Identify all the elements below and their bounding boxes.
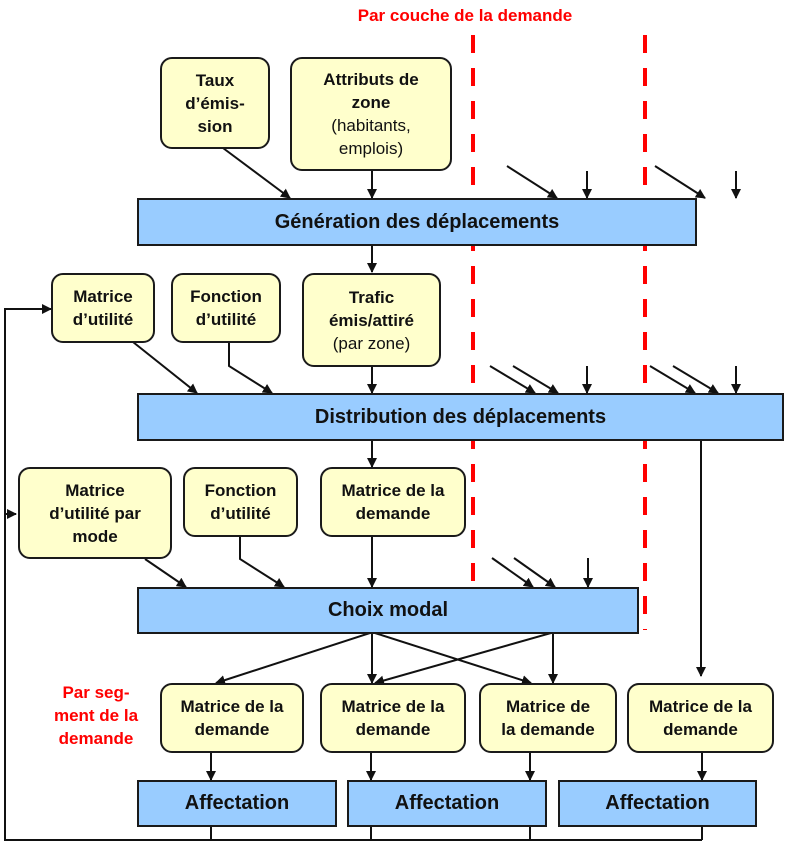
arrow-utility-function-to-distribution <box>228 343 273 394</box>
demand-segment-line-2: ment de la <box>53 706 139 725</box>
demand-segment-line-1: Par seg- <box>62 683 130 702</box>
utility-matrix-line-1: Matrice <box>73 287 133 306</box>
demand-matrix-segment-4: Matrice de la demande <box>627 683 774 753</box>
utility-function-1-line-1: Fonction <box>190 287 262 306</box>
arrow-layer3-dist-a <box>649 365 696 394</box>
utility-by-mode-line-2: d’utilité par <box>49 503 141 523</box>
demand-segment-line-3: demande <box>58 729 134 748</box>
seg2-line-1: Matrice de la <box>341 697 445 716</box>
utility-function-2-line-1: Fonction <box>204 481 277 500</box>
utility-function-1-line-2: d’utilité <box>195 310 257 329</box>
seg1-line-2: demande <box>194 720 270 739</box>
demand-matrix-box: Matrice de la demande <box>320 467 466 537</box>
arrow-layer2-gen-a <box>506 165 558 199</box>
demand-matrix-line-2: demande <box>355 504 431 523</box>
utility-function-2-line-2: d’utilité <box>210 504 271 523</box>
assignment-step-1: Affectation <box>137 780 337 827</box>
arrow-layer2-choice-b <box>513 557 556 588</box>
arrow-layer3-dist-b <box>672 365 719 394</box>
emission-rate-box: Taux d’émis- sion <box>160 57 270 149</box>
assignment-step-3: Affectation <box>558 780 757 827</box>
zone-attributes-line-3: (habitants, <box>331 116 411 135</box>
seg2-line-2: demande <box>355 720 431 739</box>
arrow-layer3-gen-a <box>654 165 706 199</box>
seg4-line-1: Matrice de la <box>649 697 752 716</box>
utility-by-mode-line-1: Matrice <box>65 480 125 500</box>
arrow-emission-to-generation <box>222 147 291 199</box>
utility-matrix-box: Matrice d’utilité <box>51 273 155 343</box>
traffic-generated-box: Trafic émis/attiré (par zone) <box>302 273 441 367</box>
distribution-step: Distribution des déplacements <box>137 393 784 441</box>
utility-function-box-2: Fonction d’utilité <box>183 467 298 537</box>
arrow-utility-matrix-to-distribution <box>132 341 198 394</box>
zone-attributes-line-4: emplois) <box>338 139 404 158</box>
demand-matrix-segment-2: Matrice de la demande <box>320 683 466 753</box>
arrow-choice-to-seg3-cross <box>374 632 532 686</box>
arrow-choice-to-seg1 <box>215 632 371 685</box>
utility-matrix-line-2: d’utilité <box>72 310 134 329</box>
generation-step: Génération des déplacements <box>137 198 697 246</box>
demand-matrix-segment-3: Matrice de la demande <box>479 683 617 753</box>
utility-by-mode-line-3: mode <box>72 526 118 546</box>
zone-attributes-box: Attributs de zone (habitants, emplois) <box>290 57 452 171</box>
modal-choice-step: Choix modal <box>137 587 639 634</box>
traffic-line-3: (par zone) <box>332 333 411 353</box>
arrow-layer2-dist-b <box>512 365 559 394</box>
emission-rate-line-2: d’émis- <box>185 93 245 113</box>
emission-rate-line-1: Taux <box>195 70 235 90</box>
seg3-line-2: la demande <box>501 720 595 739</box>
arrow-utility-by-mode-to-choice <box>144 558 187 588</box>
seg1-line-1: Matrice de la <box>180 697 284 716</box>
arrow-utility-function2-to-choice <box>239 536 285 588</box>
demand-matrix-line-1: Matrice de la <box>341 481 445 500</box>
demand-matrix-segment-1: Matrice de la demande <box>160 683 304 753</box>
assignment-step-2: Affectation <box>347 780 547 827</box>
utility-matrix-by-mode-box: Matrice d’utilité par mode <box>18 467 172 559</box>
feedback-loop-line <box>4 304 212 841</box>
traffic-line-2: émis/attiré <box>328 310 415 330</box>
arrow-choice-to-seg2-cross <box>374 632 552 686</box>
seg4-line-2: demande <box>663 720 738 739</box>
demand-segment-label: Par seg- ment de la demande <box>36 681 156 750</box>
arrow-layer2-dist-a <box>489 365 536 394</box>
demand-layer-label: Par couche de la demande <box>357 6 573 25</box>
traffic-line-1: Trafic <box>348 287 395 307</box>
emission-rate-line-3: sion <box>197 116 233 136</box>
zone-attributes-line-1: Attributs de <box>323 70 419 89</box>
zone-attributes-line-2: zone <box>351 93 391 112</box>
utility-function-box-1: Fonction d’utilité <box>171 273 281 343</box>
seg3-line-1: Matrice de <box>505 697 591 716</box>
arrow-layer2-choice-a <box>491 557 534 588</box>
